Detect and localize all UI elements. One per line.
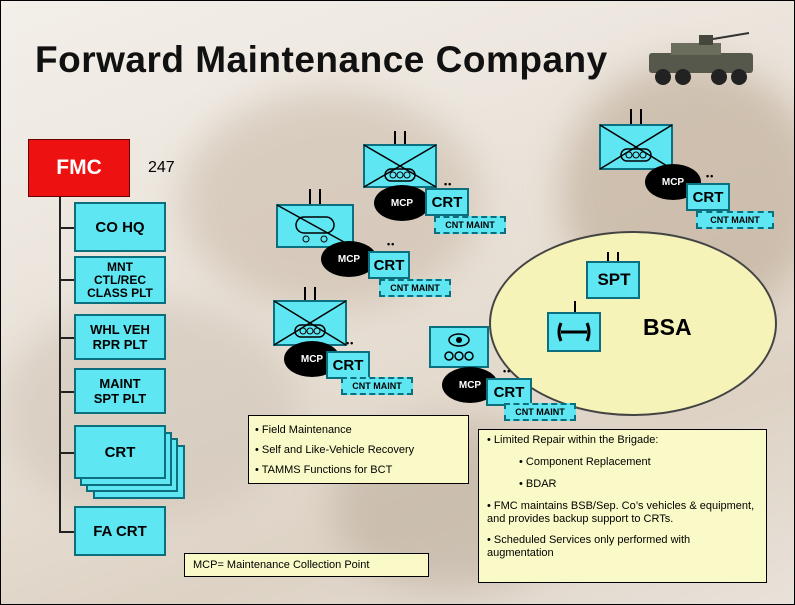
crt-box: CRT [74, 425, 166, 479]
org-connector [59, 452, 74, 454]
cnt-maint-label: CNT MAINT [696, 211, 774, 229]
org-connector [59, 531, 74, 533]
maintenance-unit-icon [273, 287, 347, 346]
note-item: • Self and Like-Vehicle Recovery [255, 444, 415, 456]
limited-repair-note: • Limited Repair within the Brigade: • C… [478, 429, 767, 583]
cnt-maint-label: CNT MAINT [504, 403, 576, 421]
echelon-dots: •• [503, 366, 512, 376]
crt-label: CRT [368, 251, 410, 279]
cnt-maint-label: CNT MAINT [341, 377, 413, 395]
crt-label: CRT [686, 183, 730, 211]
note-subitem: • Component Replacement [519, 456, 651, 468]
crt-label: CRT [425, 188, 469, 216]
org-connector [59, 227, 74, 229]
mcp-legend: MCP= Maintenance Collection Point [184, 553, 429, 577]
cnt-maint-label: CNT MAINT [379, 279, 451, 297]
maintenance-unit-icon [599, 109, 673, 170]
org-connector [59, 279, 74, 281]
wheeled-unit-icon [276, 189, 354, 248]
maintenance-unit-icon [429, 326, 489, 368]
org-connector [59, 391, 74, 393]
stryker-vehicle-icon [649, 32, 753, 85]
fa-crt-box: FA CRT [74, 506, 166, 556]
note-subitem: • BDAR [519, 478, 557, 490]
co-hq-box: CO HQ [74, 202, 166, 252]
maintenance-unit-icon [363, 131, 437, 188]
bsa-area [489, 231, 777, 416]
echelon-dots: •• [346, 338, 355, 348]
bsa-label: BSA [643, 314, 692, 340]
fmc-box: FMC [28, 139, 130, 197]
crt-label: CRT [486, 378, 532, 406]
note-item: • Field Maintenance [255, 424, 352, 436]
echelon-dots: •• [706, 171, 715, 181]
cnt-maint-label: CNT MAINT [434, 216, 506, 234]
echelon-dots: •• [387, 239, 396, 249]
mcp-marker: MCP [374, 185, 430, 221]
note-item: • Scheduled Services only performed with… [487, 534, 691, 559]
mcp-marker: MCP [321, 241, 377, 277]
note-item: • TAMMS Functions for BCT [255, 464, 393, 476]
maintenance-unit-icon [547, 301, 601, 352]
spt-label: SPT [597, 270, 631, 289]
support-unit-icon [586, 252, 640, 299]
org-connector [59, 337, 74, 339]
org-connector [59, 197, 61, 533]
note-item: • Limited Repair within the Brigade: [487, 434, 659, 446]
capabilities-note: • Field Maintenance • Self and Like-Vehi… [248, 415, 469, 484]
page-title: Forward Maintenance Company [35, 39, 608, 80]
crt-label: CRT [326, 351, 370, 379]
echelon-dots: •• [444, 179, 453, 189]
note-item: • FMC maintains BSB/Sep. Co’s vehicles &… [487, 500, 755, 525]
fmc-count: 247 [148, 159, 175, 176]
